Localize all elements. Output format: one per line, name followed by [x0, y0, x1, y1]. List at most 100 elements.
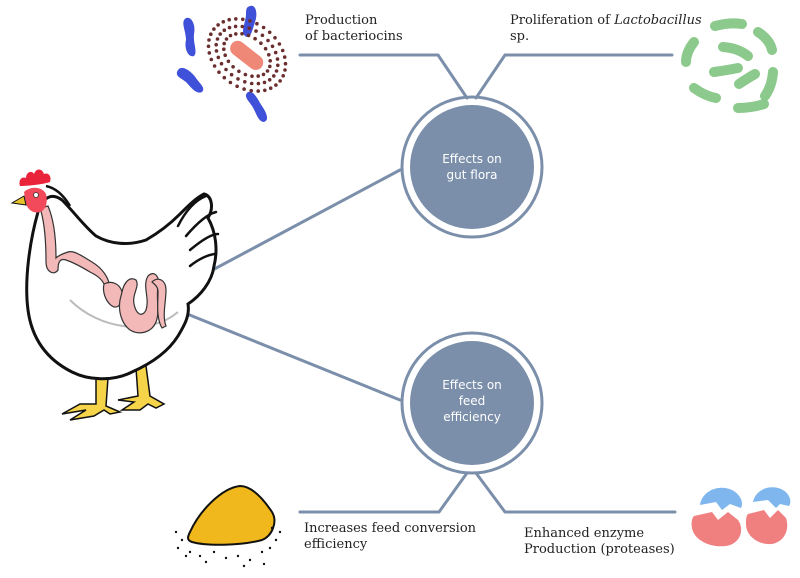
bacteriocin-dot [216, 55, 221, 60]
feed-crumb [274, 538, 278, 542]
bacteriocin-dot [243, 80, 247, 84]
bacteriocin-dot [240, 24, 245, 29]
bacteriocin-icon [176, 5, 288, 122]
bacteriocin-dot [259, 41, 263, 45]
feed-crumb [236, 554, 240, 558]
bacteriocin-dot [241, 17, 245, 22]
bacteriocin-dot [262, 80, 267, 85]
hub-feed-efficiency-line2: feed [458, 394, 486, 408]
bacteriocin-dot [228, 33, 233, 38]
bacteriocin-dot [207, 51, 212, 55]
bacteriocin-dot [248, 19, 252, 23]
feed-crumb [242, 564, 246, 568]
bacteriocin-dot [256, 89, 261, 93]
chicken-gut [39, 205, 167, 334]
bacteriocin-dot [273, 36, 277, 40]
bacteriocin-dot [276, 63, 280, 68]
hub-gut-flora-line1: Effects on [442, 152, 502, 166]
label-lactobacillus-genus: Lactobacillus [614, 13, 702, 28]
bacteriocin-dot [209, 57, 214, 62]
bacteriocin-dot [261, 25, 266, 30]
feed-crumb [270, 526, 274, 530]
bacteriocin-dot [222, 41, 226, 46]
chicken-legs [61, 365, 166, 421]
bacteriocin-dot [236, 77, 240, 81]
bacteriocin-dot [255, 21, 259, 26]
bacteriocin-dot [246, 33, 251, 38]
bacteriocin-dot [219, 61, 224, 66]
bacteriocin-dot [235, 84, 239, 89]
lactobacillus-icon [681, 18, 778, 113]
bacteriocin-dot [268, 59, 273, 63]
bacteriocin-dot [206, 44, 211, 49]
bacteriocin-dot [240, 32, 244, 36]
feed-crumb [198, 554, 202, 558]
label-bacteriocins-line2: of bacteriocins [305, 29, 403, 44]
bacteriocin-dot [224, 37, 229, 41]
feed-crumb [268, 546, 272, 550]
label-lactobacillus: Proliferation of Lactobacillus sp. [510, 13, 702, 45]
bacteriocin-dot [265, 69, 270, 73]
bacteriocin-dot [249, 81, 254, 86]
bacteriocin-dot [222, 75, 227, 80]
feed-crumb [278, 530, 282, 534]
bacteriocin-dot [267, 30, 272, 35]
bacteriocin-dot [212, 64, 217, 68]
feed-crumb [212, 550, 216, 554]
feed-crumb [176, 546, 180, 550]
bacteriocin-dot [243, 72, 248, 77]
connector-chicken-to-feed-efficiency [158, 301, 402, 402]
bacteriocin-dot [222, 28, 227, 32]
chicken-tail [176, 194, 220, 268]
bacteriocin-dots [206, 17, 288, 93]
bacteriocin-dot [223, 53, 227, 57]
chicken-neck-outline [45, 184, 72, 207]
connector-bacteriocins [298, 53, 469, 100]
bacteriocin-dot [283, 68, 287, 72]
label-lactobacillus-prefix: Proliferation of [510, 13, 615, 28]
bacteriocin-dot [224, 67, 228, 72]
label-enzyme-line2: Production (proteases) [524, 542, 675, 557]
feed-crumb [262, 562, 266, 566]
bacteriocin-dot [228, 80, 233, 85]
bacteriocin-dot [227, 17, 231, 22]
bacteriocin-dot [250, 74, 254, 78]
bacteriocin-dot [261, 72, 266, 77]
feed-crumb [184, 554, 188, 558]
connector-lactobacillus [474, 53, 674, 100]
feed-crumb [174, 530, 178, 534]
connector-enzyme [474, 471, 677, 514]
feed-pile-icon [174, 484, 282, 568]
hub-gut-flora [400, 95, 544, 239]
bacteriocin-dot [209, 32, 213, 36]
hub-feed-efficiency-label: Effects on feed efficiency [427, 377, 517, 425]
bacteriocin-dot [254, 29, 258, 33]
hub-feed-efficiency-line3: efficiency [443, 410, 501, 424]
feed-crumb [204, 560, 208, 564]
label-enzyme-line1: Enhanced enzyme [524, 526, 645, 541]
feed-crumb [248, 558, 252, 562]
bacteriocin-dot [227, 25, 232, 30]
feed-crumb [180, 538, 184, 542]
bacteriocin-dot [217, 70, 221, 74]
label-feed-conversion-line2: efficiency [304, 537, 368, 552]
bacteriocin-dot [207, 38, 211, 42]
connector-feed-conversion [298, 471, 469, 514]
bacteriocin-dot [275, 57, 280, 61]
label-feed-conversion: Increases feed conversion efficiency [304, 521, 476, 553]
bacteriocin-dot [274, 69, 279, 73]
hub-feed-efficiency-line1: Effects on [442, 378, 502, 392]
bacteriocin-dot [268, 86, 273, 90]
feed-crumb [224, 556, 228, 560]
bacteriocin-dot [212, 27, 216, 31]
chicken-wing [69, 299, 179, 328]
bacteriocin-dot [229, 72, 234, 77]
bacteriocin-dot [226, 59, 231, 64]
bacteriocin-dot [247, 26, 251, 31]
bacteriocin-dot [278, 79, 282, 83]
bacteriocin-dot [263, 88, 267, 93]
bacteriocin-dot [249, 88, 253, 93]
bacteriocin-dot [256, 74, 261, 78]
